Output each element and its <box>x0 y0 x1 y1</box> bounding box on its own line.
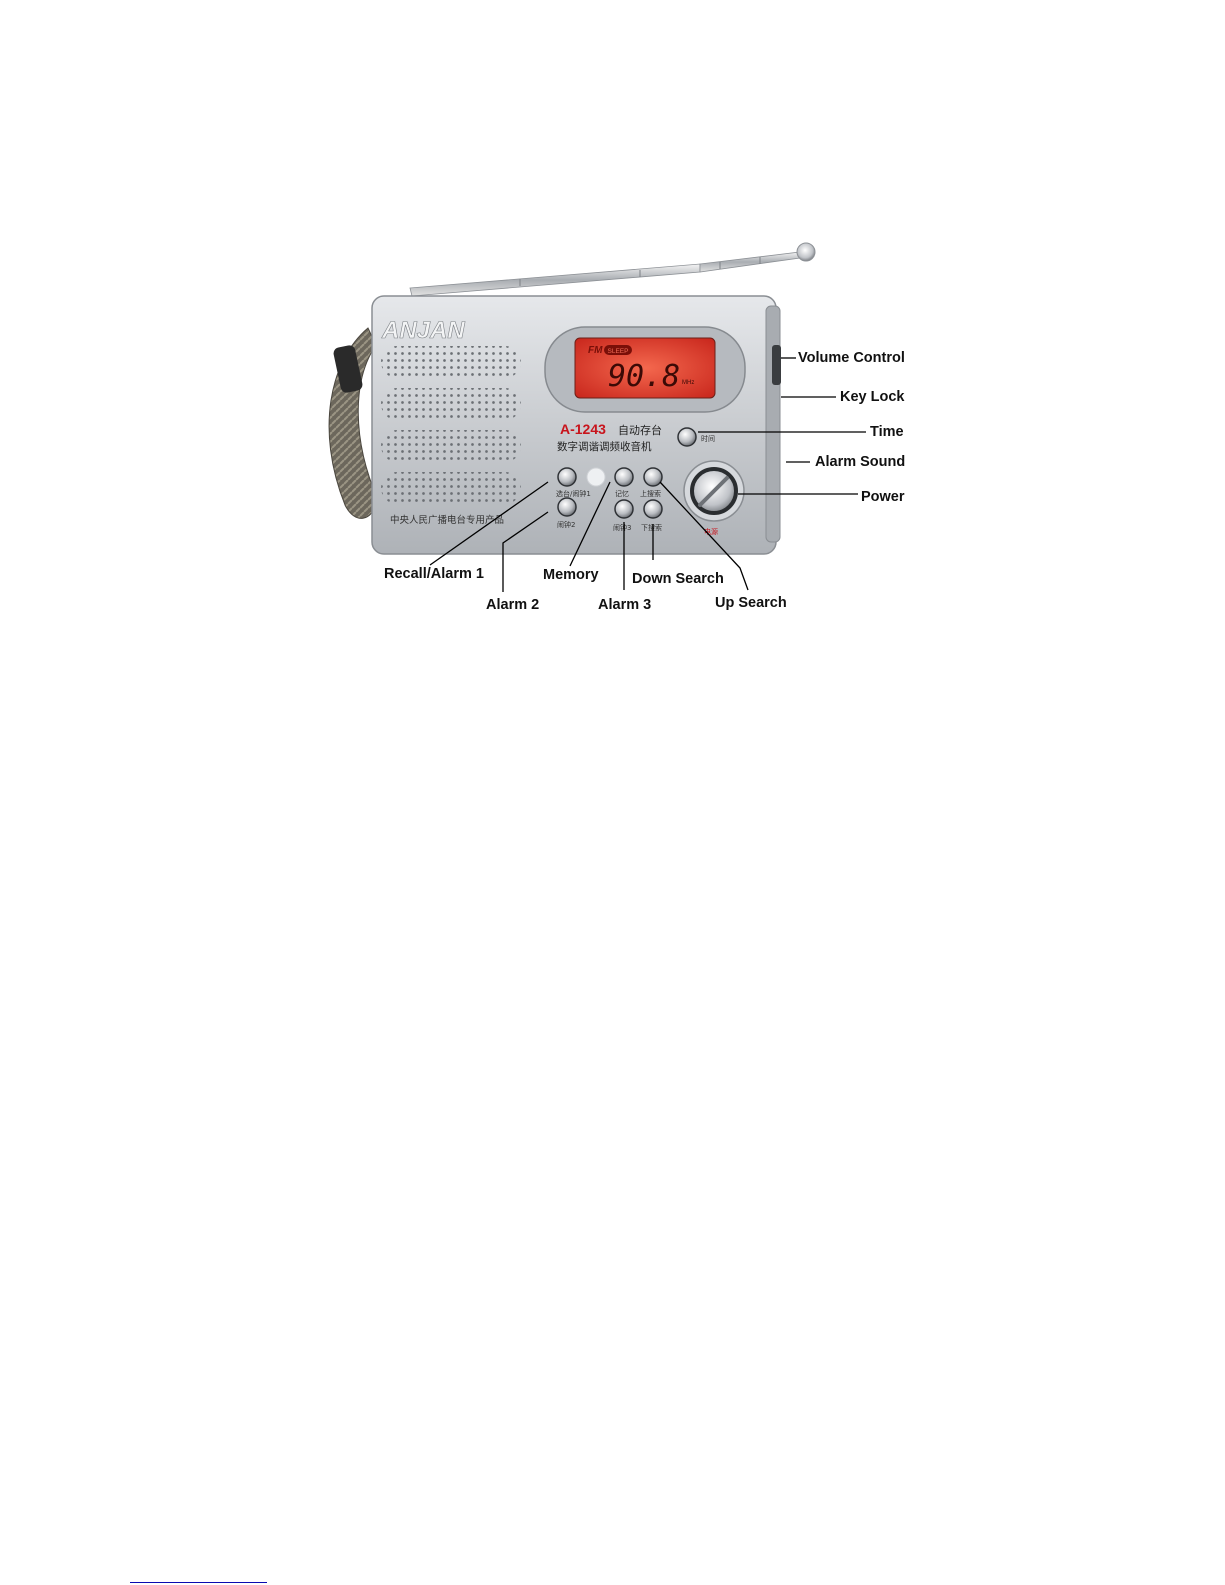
callout-time: Time <box>870 424 904 440</box>
lcd-unit: MHz <box>682 380 694 386</box>
volume-wheel[interactable] <box>772 345 781 385</box>
callout-volume-control: Volume Control <box>798 350 905 366</box>
button-time[interactable] <box>678 428 696 446</box>
button-alarm2[interactable] <box>558 498 576 516</box>
button-up-search[interactable] <box>644 468 662 486</box>
brand-logo: ANJAN <box>381 317 465 344</box>
lcd-badge: SLEEP <box>608 348 629 355</box>
label-alarm3: 闹钟3 <box>613 523 631 532</box>
callout-alarm2: Alarm 2 <box>486 597 539 613</box>
telescopic-antenna <box>410 243 815 296</box>
callout-recall-alarm1: Recall/Alarm 1 <box>384 566 484 582</box>
label-up-search: 上搜索 <box>640 489 661 498</box>
callout-up-search: Up Search <box>715 595 787 611</box>
callout-key-lock: Key Lock <box>840 389 904 405</box>
label-memory: 记忆 <box>615 489 629 498</box>
footnote-separator <box>130 1582 267 1583</box>
label-recall-alarm1: 选台/闹钟1 <box>556 489 591 498</box>
wrist-strap <box>329 328 378 518</box>
callout-down-search: Down Search <box>632 571 724 587</box>
lcd-frequency: 90.8 <box>608 359 680 394</box>
label-down-search: 下搜索 <box>641 523 662 532</box>
button-down-search[interactable] <box>644 500 662 518</box>
button-alarm3[interactable] <box>615 500 633 518</box>
model-number: A-1243 <box>560 421 606 437</box>
label-alarm2: 闹钟2 <box>557 520 575 529</box>
callout-memory: Memory <box>543 567 599 583</box>
power-knob[interactable] <box>684 461 744 521</box>
blank-button-slot <box>587 468 605 486</box>
callout-alarm3: Alarm 3 <box>598 597 651 613</box>
callout-alarm-sound: Alarm Sound <box>815 454 905 470</box>
button-recall-alarm1[interactable] <box>558 468 576 486</box>
button-memory[interactable] <box>615 468 633 486</box>
model-subtitle: 自动存台 <box>618 423 662 437</box>
product-line: 数字调谐调频收音机 <box>557 440 652 453</box>
label-time: 时间 <box>701 434 715 443</box>
lcd-band: FM <box>588 345 603 356</box>
callout-power: Power <box>861 489 905 505</box>
